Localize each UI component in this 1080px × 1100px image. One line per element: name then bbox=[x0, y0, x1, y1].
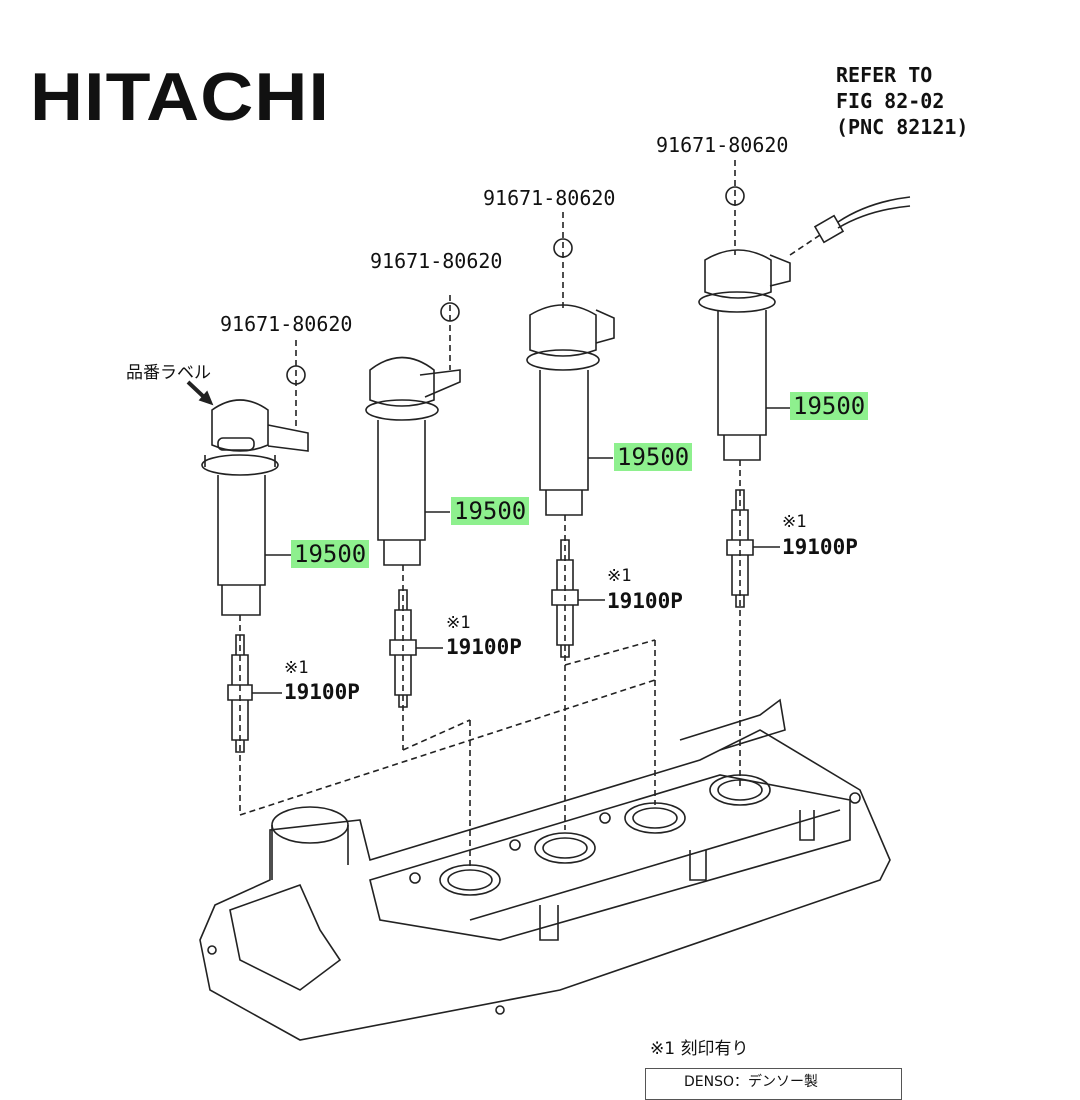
spark-plug-mark-3: ※1 bbox=[607, 566, 632, 586]
ignition-coil-4 bbox=[698, 196, 911, 461]
ignition-coil-part-number-2[interactable]: 19500 bbox=[451, 497, 530, 525]
bolt-axis-lines bbox=[239, 160, 821, 870]
bolt-part-number-1: 91671-80620 bbox=[220, 312, 353, 336]
cylinder-head-cover bbox=[199, 698, 891, 1041]
ignition-coil-2 bbox=[365, 356, 461, 566]
bolt-part-number-3: 91671-80620 bbox=[483, 186, 616, 210]
ignition-coil-3 bbox=[526, 304, 615, 516]
brand-logo: HITACHI bbox=[30, 59, 330, 135]
spark-plugs bbox=[227, 489, 754, 753]
label-arrow bbox=[186, 380, 207, 400]
part-label-note: 品番ラベル bbox=[126, 363, 211, 383]
legend-text: DENSO：デンソー製 bbox=[684, 1074, 819, 1090]
spark-plug-part-number-4: 19100P bbox=[782, 535, 858, 559]
footnote: ※1 刻印有り bbox=[650, 1039, 749, 1059]
ignition-coil-part-number-1[interactable]: 19500 bbox=[291, 540, 370, 568]
leader-lines bbox=[252, 407, 790, 694]
spark-plug-mark-4: ※1 bbox=[782, 512, 807, 532]
reference-note: REFER TO FIG 82-02 (PNC 82121) bbox=[836, 63, 969, 139]
spark-plug-part-number-3: 19100P bbox=[607, 589, 683, 613]
spark-plug-mark-2: ※1 bbox=[446, 613, 471, 633]
bolt-part-number-2: 91671-80620 bbox=[370, 249, 503, 273]
manufacturer-legend: DENSO：デンソー製 bbox=[645, 1068, 902, 1100]
ignition-coil-part-number-4[interactable]: 19500 bbox=[790, 392, 869, 420]
spark-plug-part-number-2: 19100P bbox=[446, 635, 522, 659]
spark-plug-mark-1: ※1 bbox=[284, 658, 309, 678]
bolt-part-number-4: 91671-80620 bbox=[656, 133, 789, 157]
ignition-coil-1 bbox=[201, 399, 309, 616]
spark-plug-part-number-1: 19100P bbox=[284, 680, 360, 704]
ignition-coil-part-number-3[interactable]: 19500 bbox=[614, 443, 693, 471]
bolt-symbols bbox=[286, 186, 745, 385]
